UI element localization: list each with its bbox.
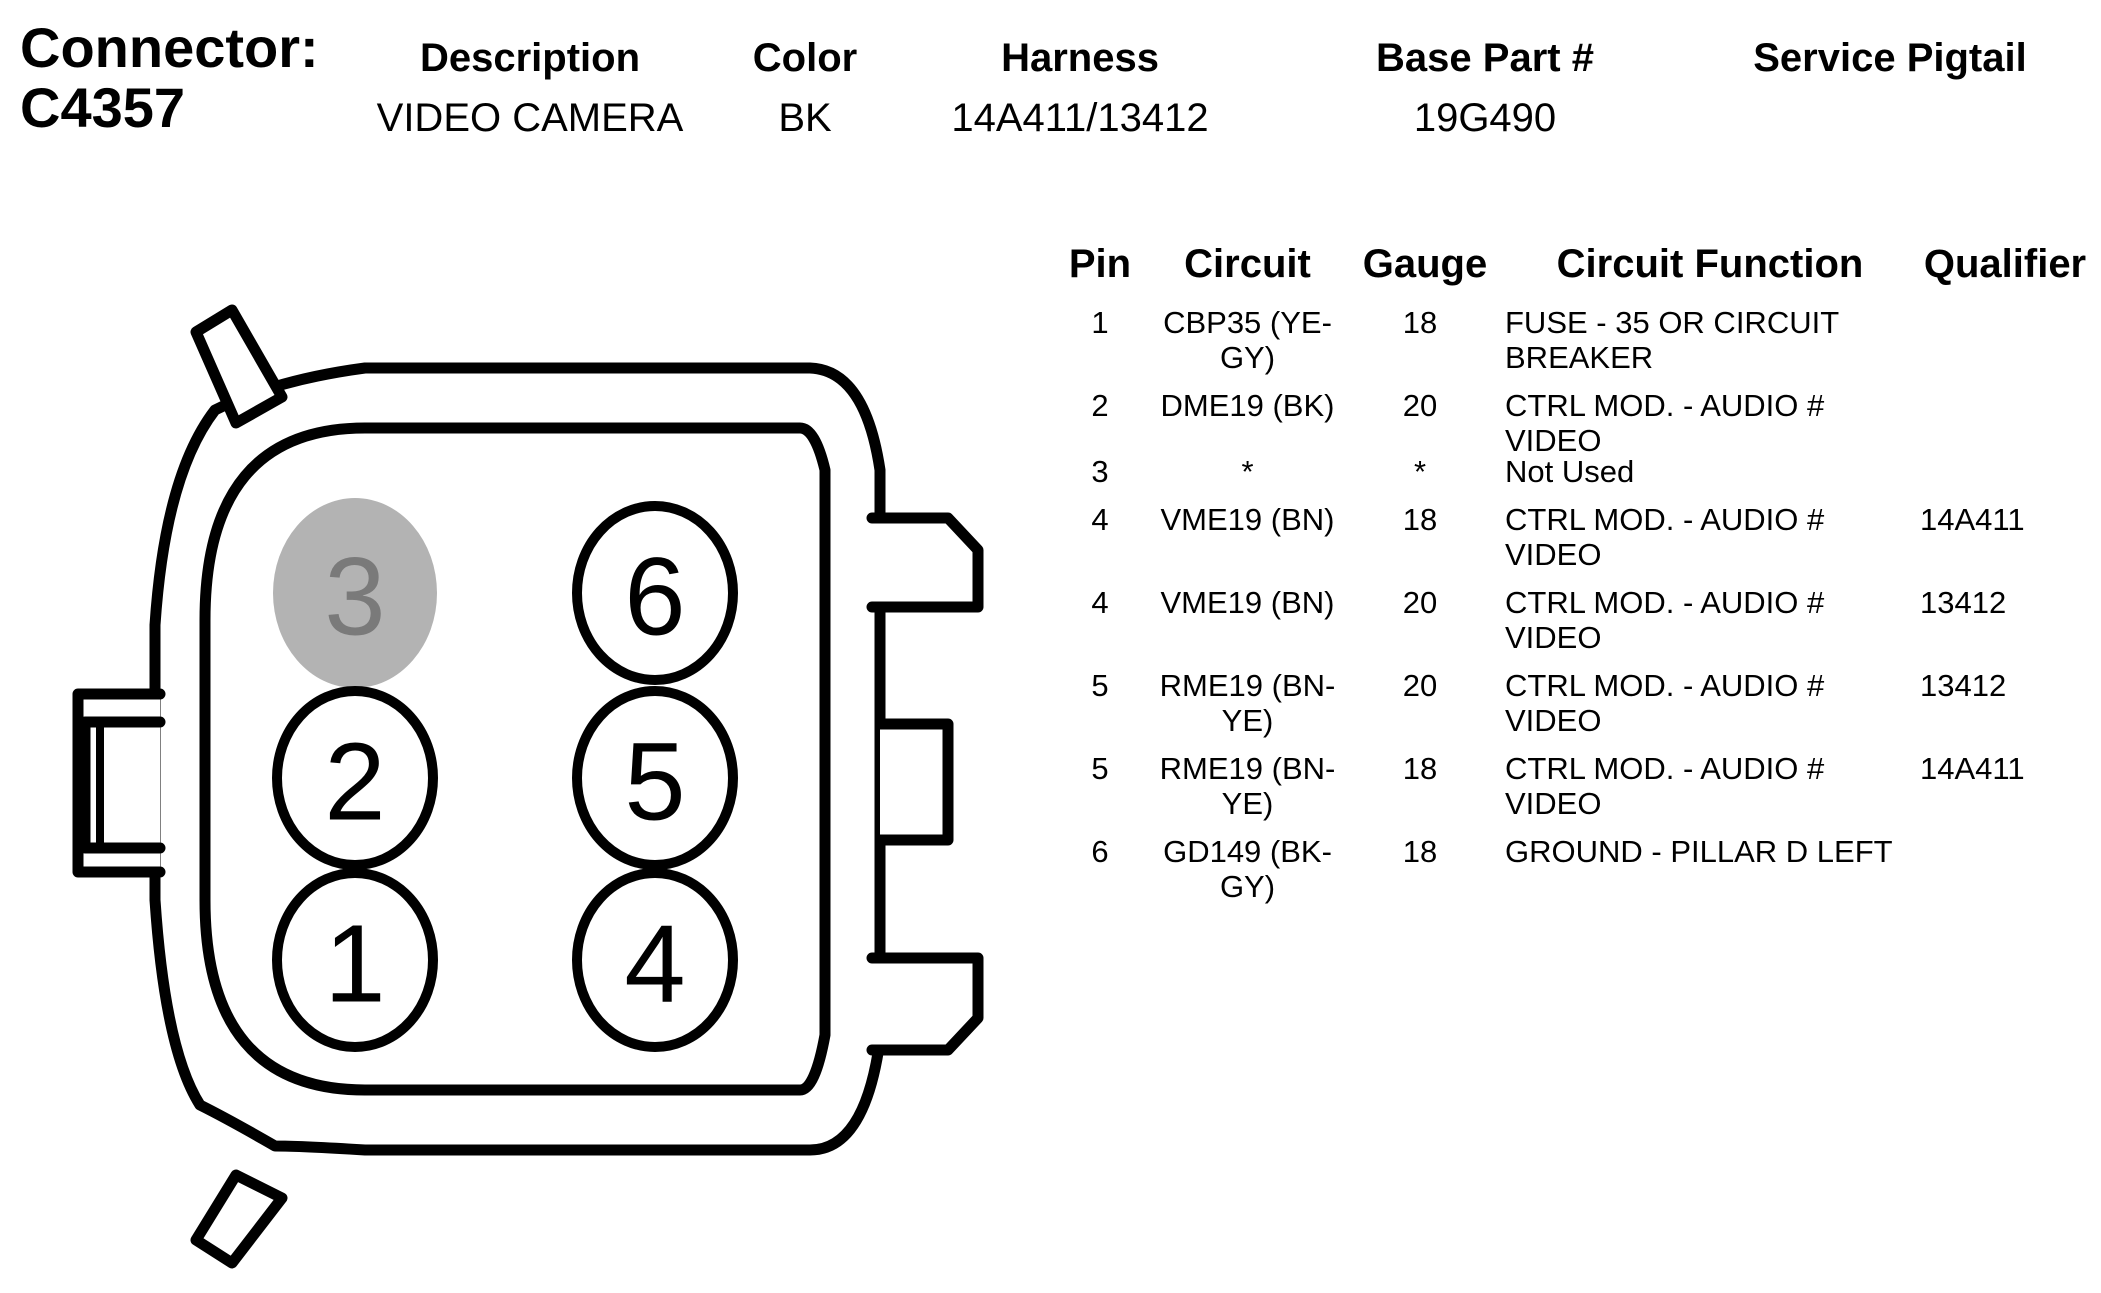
description-value: VIDEO CAMERA bbox=[376, 96, 684, 140]
table-row: 4 VME19 (BN) 18 CTRL MOD. - AUDIO # VIDE… bbox=[0, 502, 2101, 585]
pin-cell: 2 bbox=[1091, 388, 1109, 423]
pin-cavity-5 bbox=[572, 686, 738, 870]
circuit-cell: VME19 (BN) bbox=[1160, 502, 1335, 537]
circuit-cell: * bbox=[1241, 454, 1254, 489]
connector-outer-housing bbox=[149, 362, 886, 1156]
pin-label-2: 2 bbox=[324, 721, 385, 844]
pin-label-4: 4 bbox=[624, 903, 685, 1026]
table-row: 5 RME19 (BN-YE) 20 CTRL MOD. - AUDIO # V… bbox=[0, 668, 2101, 751]
function-cell: CTRL MOD. - AUDIO # VIDEO bbox=[1505, 585, 1825, 655]
circuit-cell: VME19 (BN) bbox=[1160, 585, 1335, 620]
circuit-cell: CBP35 (YE-GY) bbox=[1163, 305, 1332, 375]
pin-cell: 5 bbox=[1091, 668, 1109, 703]
qualifier-cell: 14A411 bbox=[1920, 751, 2025, 786]
table-row: 6 GD149 (BK-GY) 18 GROUND - PILLAR D LEF… bbox=[0, 834, 2101, 917]
connector-id: C4357 bbox=[20, 76, 186, 140]
description-header: Description bbox=[419, 36, 641, 80]
pin-cell: 3 bbox=[1091, 454, 1109, 489]
harness-header: Harness bbox=[1001, 36, 1159, 80]
pin-cavity-4 bbox=[572, 868, 738, 1052]
function-cell: CTRL MOD. - AUDIO # VIDEO bbox=[1505, 388, 1825, 458]
circuit-function-col-header: Circuit Function bbox=[1556, 242, 1864, 286]
pin-label-3: 3 bbox=[324, 536, 385, 659]
color-header: Color bbox=[752, 36, 858, 80]
pin-cell: 1 bbox=[1091, 305, 1109, 340]
function-cell: CTRL MOD. - AUDIO # VIDEO bbox=[1505, 668, 1825, 738]
harness-value: 14A411/13412 bbox=[951, 96, 1209, 140]
function-cell: CTRL MOD. - AUDIO # VIDEO bbox=[1505, 502, 1825, 572]
pin-cell: 6 bbox=[1091, 834, 1109, 869]
gauge-cell: * bbox=[1413, 454, 1427, 489]
pin-cavity-1 bbox=[272, 868, 438, 1052]
gauge-cell: 20 bbox=[1402, 388, 1438, 423]
color-value: BK bbox=[778, 96, 832, 140]
circuit-col-header: Circuit bbox=[1184, 242, 1311, 286]
function-cell: GROUND - PILLAR D LEFT bbox=[1505, 834, 1893, 869]
gauge-cell: 18 bbox=[1402, 751, 1438, 786]
pin-label-5: 5 bbox=[624, 721, 685, 844]
circuit-cell: GD149 (BK-GY) bbox=[1163, 834, 1332, 904]
circuit-cell: RME19 (BN-YE) bbox=[1159, 751, 1336, 821]
gauge-cell: 18 bbox=[1402, 305, 1438, 340]
qualifier-cell: 14A411 bbox=[1920, 502, 2025, 537]
base-part-value: 19G490 bbox=[1413, 96, 1557, 140]
pin-label-6: 6 bbox=[624, 536, 685, 659]
table-row: 2 DME19 (BK) 20 CTRL MOD. - AUDIO # VIDE… bbox=[0, 388, 2101, 458]
right-tab-bottom bbox=[866, 952, 984, 1056]
bottom-latch bbox=[190, 1169, 288, 1269]
connector-title: Connector: C4357 bbox=[20, 16, 319, 140]
gauge-cell: 18 bbox=[1402, 502, 1438, 537]
pin-col-header: Pin bbox=[1068, 242, 1132, 286]
gauge-col-header: Gauge bbox=[1362, 242, 1488, 286]
pin-cavity-3 bbox=[273, 498, 437, 688]
pin-cell: 4 bbox=[1091, 585, 1109, 620]
table-row: 1 CBP35 (YE-GY) 18 FUSE - 35 OR CIRCUIT … bbox=[0, 305, 2101, 388]
circuit-cell: RME19 (BN-YE) bbox=[1159, 668, 1336, 738]
left-lock-inner bbox=[79, 716, 166, 854]
pin-cavities: 3 6 2 5 1 4 bbox=[272, 498, 738, 1052]
qualifier-col-header: Qualifier bbox=[1923, 242, 2087, 286]
right-tab-middle bbox=[874, 718, 954, 846]
service-pigtail-header: Service Pigtail bbox=[1753, 36, 2027, 80]
pin-table: 1 CBP35 (YE-GY) 18 FUSE - 35 OR CIRCUIT … bbox=[0, 305, 2101, 917]
pin-cell: 5 bbox=[1091, 751, 1109, 786]
function-cell: CTRL MOD. - AUDIO # VIDEO bbox=[1505, 751, 1825, 821]
gauge-cell: 20 bbox=[1402, 668, 1438, 703]
gauge-cell: 18 bbox=[1402, 834, 1438, 869]
right-tab-top bbox=[866, 512, 984, 613]
connector-face-diagram: 3 6 2 5 1 4 bbox=[72, 304, 984, 1269]
connector-inner-cavity bbox=[199, 422, 831, 1096]
circuit-cell: DME19 (BK) bbox=[1160, 388, 1335, 423]
gauge-cell: 20 bbox=[1402, 585, 1438, 620]
pin-label-1: 1 bbox=[324, 903, 385, 1026]
function-cell: Not Used bbox=[1505, 454, 1635, 489]
pin-cell: 4 bbox=[1091, 502, 1109, 537]
table-row: 3 * * Not Used bbox=[0, 454, 2101, 502]
table-row: 4 VME19 (BN) 20 CTRL MOD. - AUDIO # VIDE… bbox=[0, 585, 2101, 668]
pin-cavity-6 bbox=[572, 501, 738, 685]
table-row: 5 RME19 (BN-YE) 18 CTRL MOD. - AUDIO # V… bbox=[0, 751, 2101, 834]
top-latch bbox=[190, 304, 288, 429]
qualifier-cell: 13412 bbox=[1920, 585, 2007, 620]
connector-label: Connector: bbox=[20, 16, 319, 79]
pin-cavity-2 bbox=[272, 686, 438, 870]
function-cell: FUSE - 35 OR CIRCUIT BREAKER bbox=[1505, 305, 1839, 375]
base-part-header: Base Part # bbox=[1376, 36, 1594, 80]
qualifier-cell: 13412 bbox=[1920, 668, 2007, 703]
